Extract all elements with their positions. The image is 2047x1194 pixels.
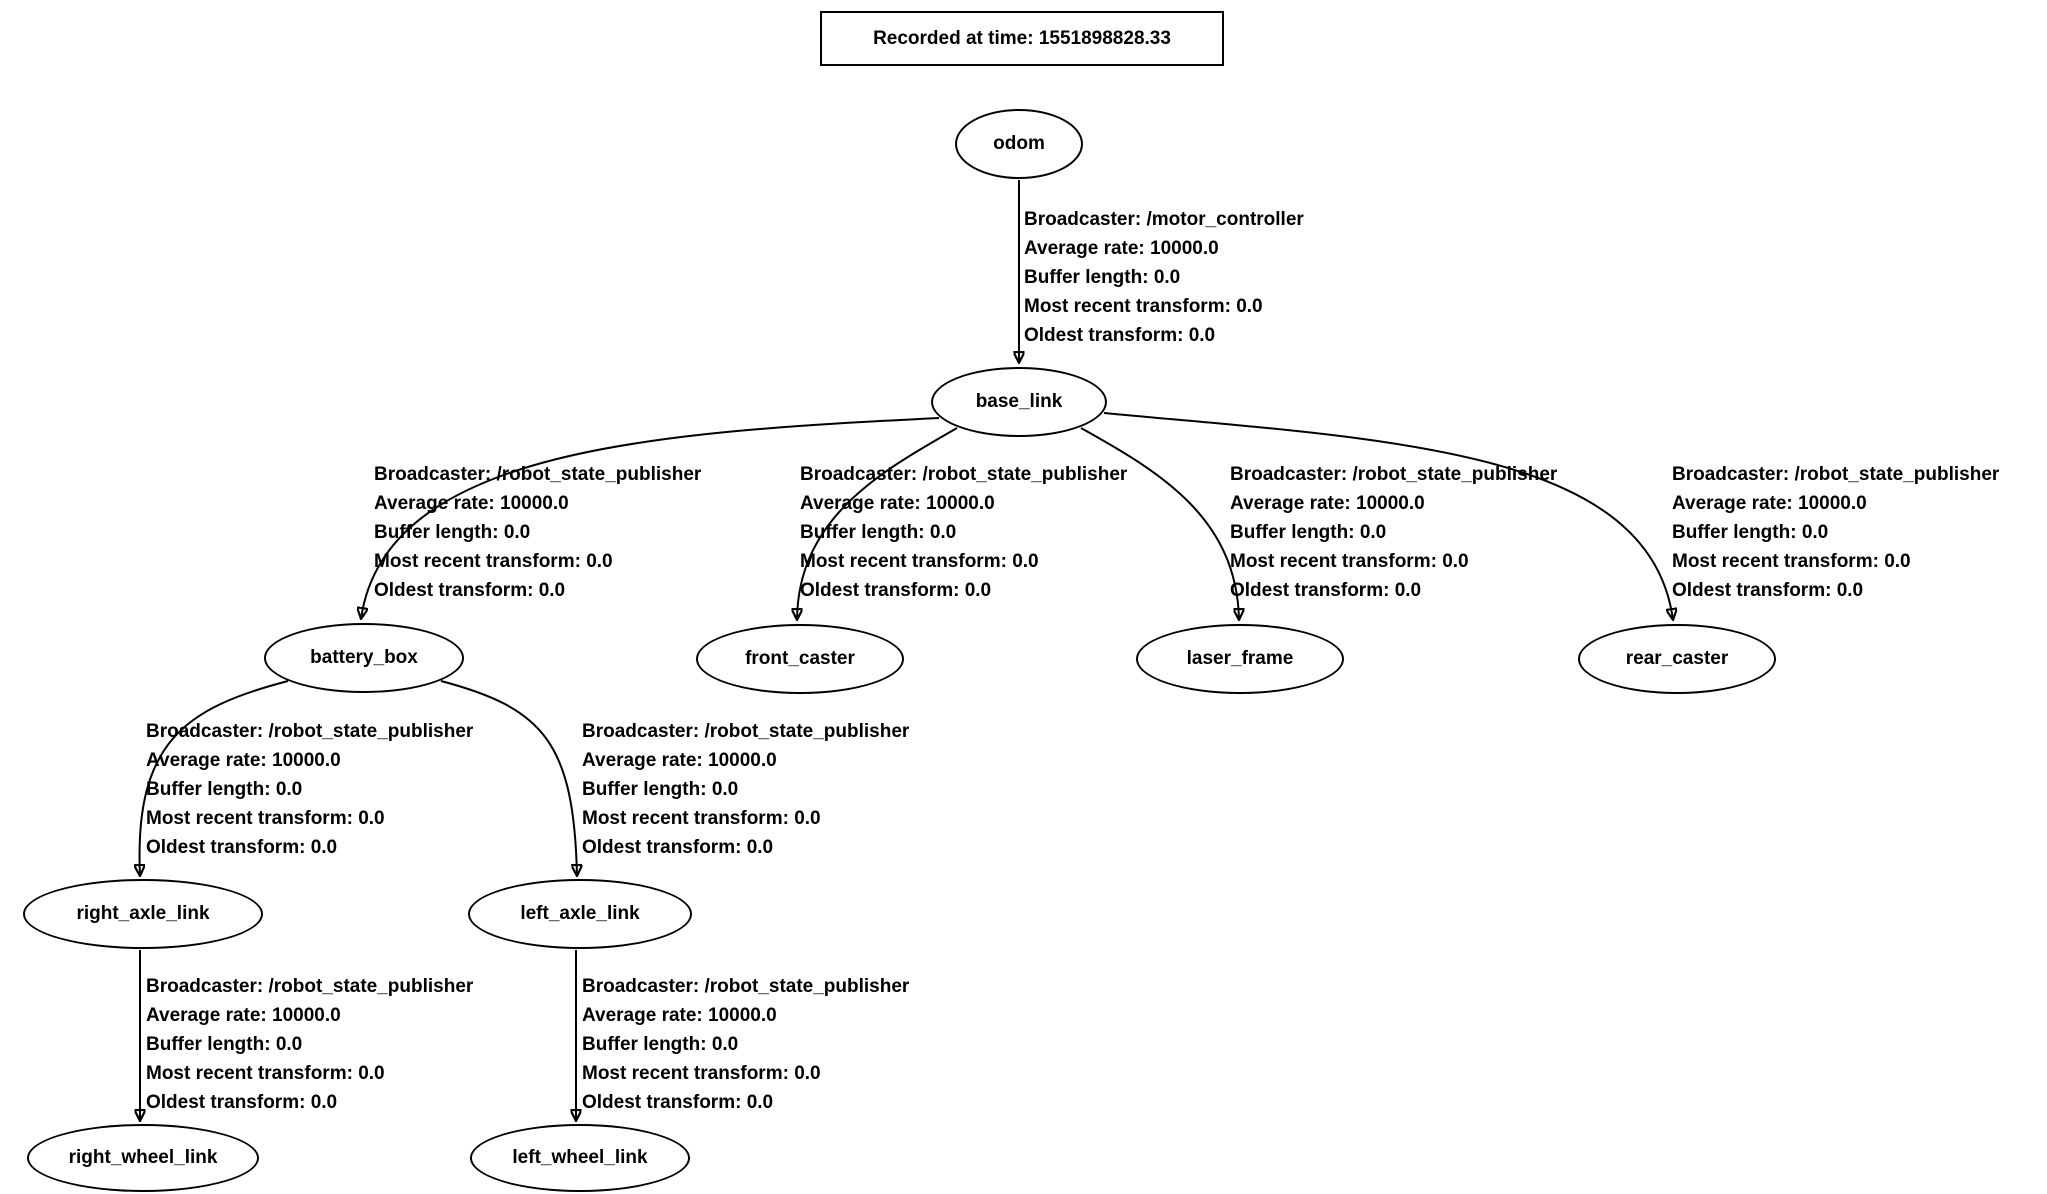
recorded-time-text: Recorded at time: 1551898828.33 bbox=[873, 27, 1171, 49]
node-laser_frame-label: laser_frame bbox=[1186, 648, 1294, 669]
node-odom-label: odom bbox=[993, 133, 1045, 154]
edge-label-right_axle_link-right_wheel_link: Broadcaster: /robot_state_publisher Aver… bbox=[146, 976, 474, 1113]
edge-base_link-front_caster bbox=[797, 427, 958, 620]
node-right_wheel_link-label: right_wheel_link bbox=[68, 1147, 218, 1168]
node-base_link: base_link bbox=[931, 367, 1107, 437]
node-right_wheel_link: right_wheel_link bbox=[27, 1124, 259, 1192]
node-battery_box-label: battery_box bbox=[310, 647, 418, 668]
edge-label-base_link-rear_caster: Broadcaster: /robot_state_publisher Aver… bbox=[1672, 464, 2000, 601]
node-base_link-label: base_link bbox=[975, 391, 1063, 412]
edge-base_link-laser_frame bbox=[1080, 427, 1239, 620]
node-right_axle_link-label: right_axle_link bbox=[76, 903, 210, 924]
edge-label-battery_box-left_axle_link: Broadcaster: /robot_state_publisher Aver… bbox=[582, 721, 910, 858]
node-odom: odom bbox=[955, 109, 1083, 179]
edge-base_link-rear_caster bbox=[1103, 412, 1673, 620]
node-rear_caster: rear_caster bbox=[1578, 624, 1776, 694]
edge-label-base_link-battery_box: Broadcaster: /robot_state_publisher Aver… bbox=[374, 464, 702, 601]
edge-battery_box-left_axle_link bbox=[440, 680, 577, 876]
node-front_caster: front_caster bbox=[696, 624, 904, 694]
node-left_wheel_link-label: left_wheel_link bbox=[512, 1147, 648, 1168]
edge-label-odom-base_link: Broadcaster: /motor_controller Average r… bbox=[1024, 209, 1304, 346]
node-left_axle_link: left_axle_link bbox=[468, 879, 692, 949]
edge-label-battery_box-right_axle_link: Broadcaster: /robot_state_publisher Aver… bbox=[146, 721, 474, 858]
node-laser_frame: laser_frame bbox=[1136, 624, 1344, 694]
node-right_axle_link: right_axle_link bbox=[23, 879, 263, 949]
edge-label-base_link-front_caster: Broadcaster: /robot_state_publisher Aver… bbox=[800, 464, 1128, 601]
edge-base_link-battery_box bbox=[361, 417, 940, 619]
node-battery_box: battery_box bbox=[264, 623, 464, 693]
node-rear_caster-label: rear_caster bbox=[1625, 648, 1729, 669]
node-front_caster-label: front_caster bbox=[745, 648, 855, 669]
node-left_axle_link-label: left_axle_link bbox=[520, 903, 640, 924]
edge-battery_box-right_axle_link bbox=[140, 680, 289, 876]
node-left_wheel_link: left_wheel_link bbox=[470, 1124, 690, 1192]
recorded-time-box: Recorded at time: 1551898828.33 bbox=[820, 11, 1224, 66]
edge-label-left_axle_link-left_wheel_link: Broadcaster: /robot_state_publisher Aver… bbox=[582, 976, 910, 1113]
edge-label-base_link-laser_frame: Broadcaster: /robot_state_publisher Aver… bbox=[1230, 464, 1558, 601]
